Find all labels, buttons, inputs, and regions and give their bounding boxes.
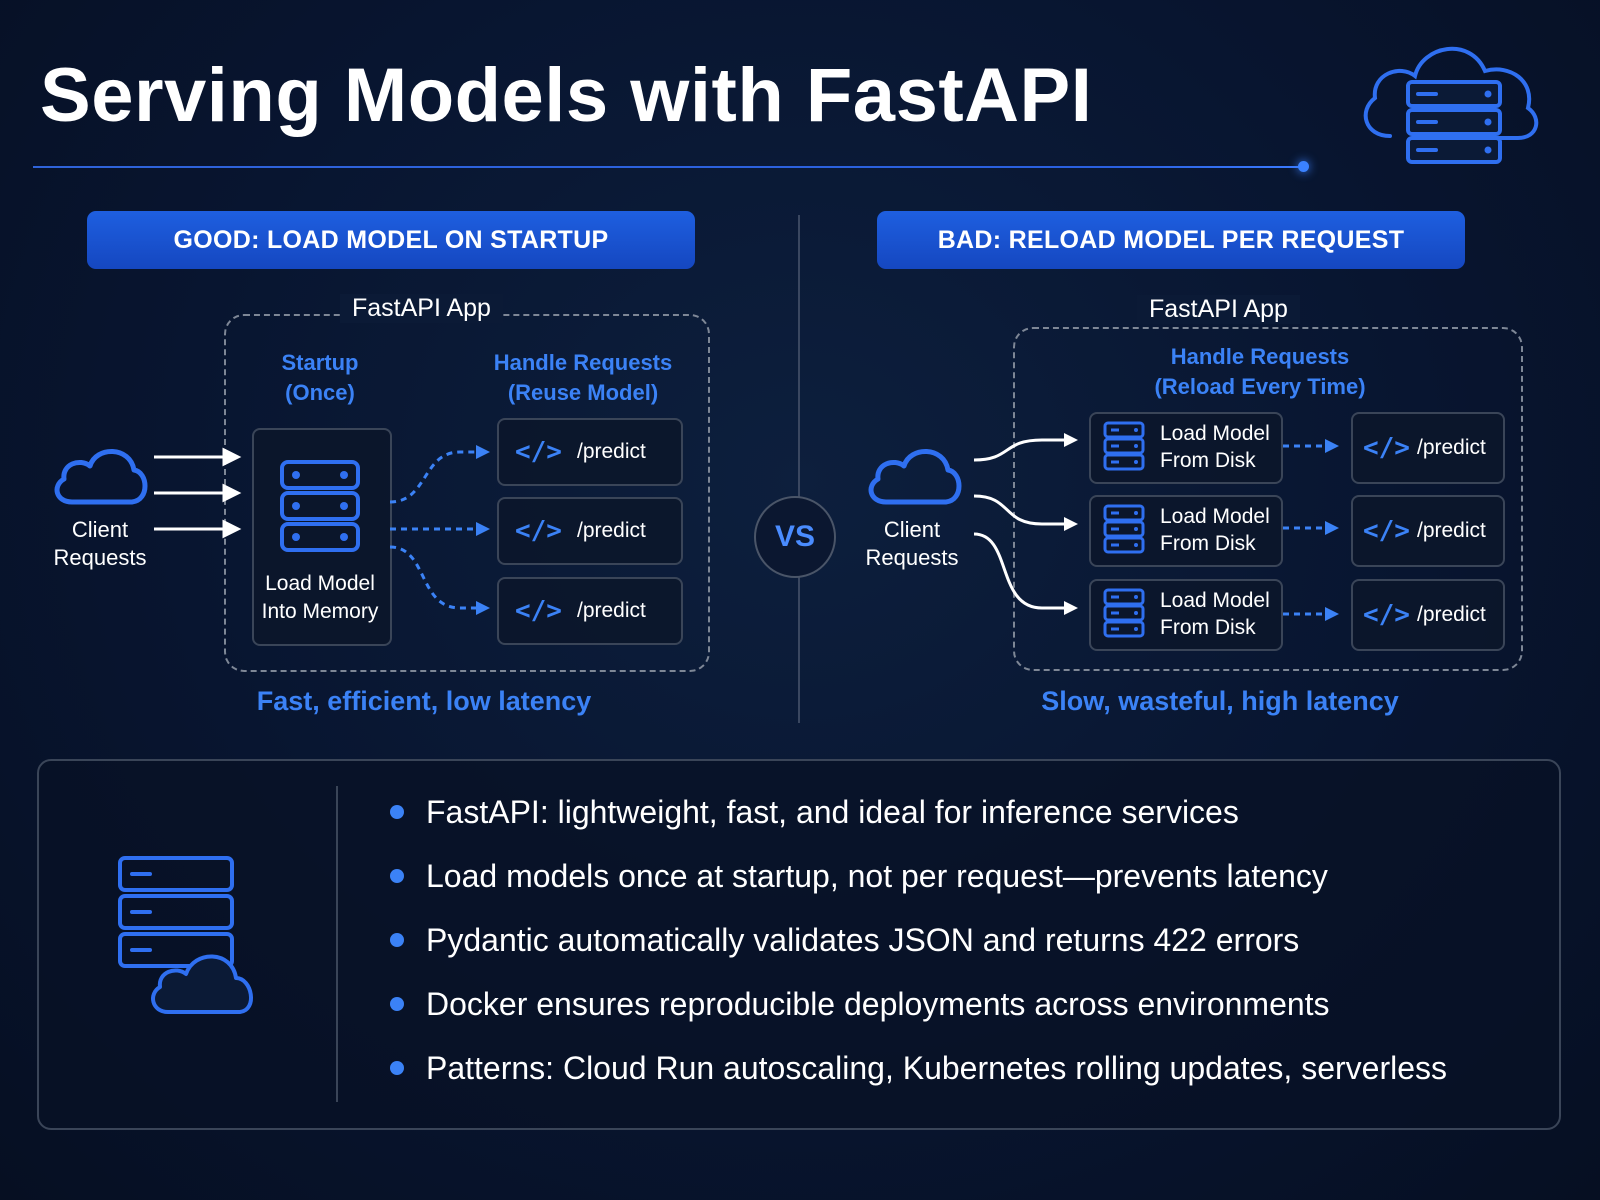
code-icon: </>: [515, 437, 562, 467]
bad-banner: BAD: RELOAD MODEL PER REQUEST: [877, 211, 1465, 269]
server-icon: [1103, 421, 1145, 471]
bad-app-box: [1013, 327, 1523, 671]
code-icon: </>: [515, 596, 562, 626]
code-icon: </>: [515, 516, 562, 546]
good-connectors: [389, 445, 490, 615]
server-icon: [280, 460, 360, 552]
summary-bullet: Docker ensures reproducible deployments …: [390, 986, 1447, 1050]
cloud-server-icon: [1363, 46, 1539, 164]
server-icon: [1103, 504, 1145, 554]
bad-verdict: Slow, wasteful, high latency: [1041, 686, 1399, 716]
code-icon: </>: [1363, 600, 1410, 630]
code-icon: </>: [1363, 516, 1410, 546]
good-app-label: FastAPI App: [340, 294, 503, 323]
summary-panel: [37, 759, 1561, 1130]
good-client-label: Client Requests: [53, 517, 147, 570]
endpoint-label: /predict: [1417, 436, 1486, 459]
good-banner: GOOD: LOAD MODEL ON STARTUP: [87, 211, 695, 269]
bad-client-label: Client Requests: [865, 517, 959, 570]
bullet-dot: [390, 869, 404, 883]
good-endpoint-3: </> /predict: [497, 577, 683, 645]
endpoint-label: /predict: [1417, 603, 1486, 626]
summary-bullet: FastAPI: lightweight, fast, and ideal fo…: [390, 794, 1447, 858]
server-cloud-icon: [118, 856, 253, 1014]
loader-label-1: Load Model From Disk: [1160, 422, 1270, 472]
bad-endpoint-2: </> /predict: [1351, 495, 1505, 567]
bad-app-label: FastAPI App: [1137, 295, 1300, 324]
summary-divider: [336, 786, 338, 1102]
bad-connectors: [1283, 439, 1339, 621]
request-arrows: [154, 447, 242, 539]
cloud-icon: [54, 449, 148, 505]
cloud-icon: [868, 449, 962, 505]
request-arrows: [973, 433, 1078, 615]
title-rule-dot: [1298, 161, 1309, 172]
bad-handle-label: Handle Requests (Reload Every Time): [1154, 344, 1366, 399]
good-verdict: Fast, efficient, low latency: [256, 686, 592, 716]
page-title: Serving Models with FastAPI: [40, 53, 1093, 138]
endpoint-label: /predict: [1417, 519, 1486, 542]
good-endpoint-2: </> /predict: [497, 497, 683, 565]
endpoint-label: /predict: [577, 440, 646, 463]
bullet-dot: [390, 805, 404, 819]
bullet-dot: [390, 997, 404, 1011]
bad-endpoint-3: </> /predict: [1351, 579, 1505, 651]
summary-bullet: Load models once at startup, not per req…: [390, 858, 1447, 922]
summary-bullets: FastAPI: lightweight, fast, and ideal fo…: [390, 794, 1447, 1114]
bad-endpoint-1: </> /predict: [1351, 412, 1505, 484]
vs-badge: VS: [754, 496, 836, 578]
endpoint-label: /predict: [577, 519, 646, 542]
model-label: Load Model Into Memory: [261, 572, 379, 623]
startup-label: Startup (Once): [281, 350, 359, 405]
code-icon: </>: [1363, 433, 1410, 463]
model-card: [252, 428, 392, 646]
section-divider: [798, 215, 800, 723]
loader-label-3: Load Model From Disk: [1160, 589, 1270, 639]
good-endpoint-1: </> /predict: [497, 418, 683, 486]
server-icon: [1103, 588, 1145, 638]
title-rule: [33, 166, 1303, 168]
bullet-dot: [390, 933, 404, 947]
bullet-dot: [390, 1061, 404, 1075]
endpoint-label: /predict: [577, 599, 646, 622]
good-handle-label: Handle Requests (Reuse Model): [493, 350, 673, 405]
summary-bullet: Patterns: Cloud Run autoscaling, Kuberne…: [390, 1050, 1447, 1114]
loader-label-2: Load Model From Disk: [1160, 505, 1270, 555]
summary-bullet: Pydantic automatically validates JSON an…: [390, 922, 1447, 986]
